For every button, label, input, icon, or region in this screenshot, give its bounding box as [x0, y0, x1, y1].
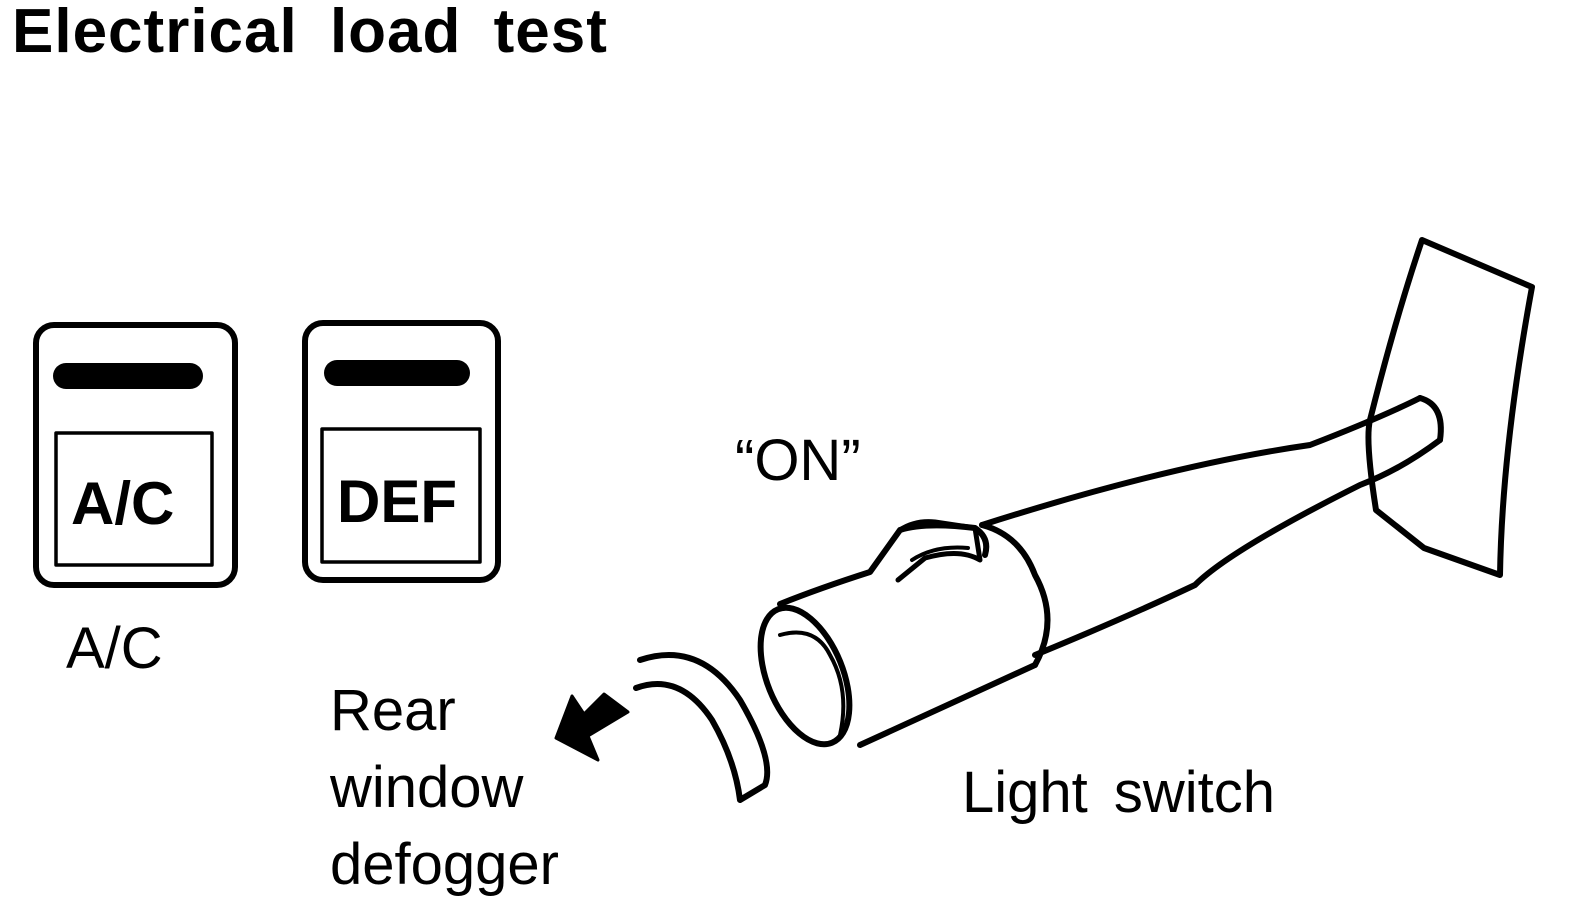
rotation-arrow-icon	[633, 652, 771, 803]
light-switch-stalk[interactable]	[743, 395, 1444, 757]
column-mount-plate	[1365, 237, 1535, 578]
rear-window-defogger-label: Rear window defogger	[330, 672, 559, 903]
def-switch-button[interactable]	[302, 320, 501, 583]
ac-caption: A/C	[66, 616, 163, 681]
arrow-head-icon	[554, 692, 630, 762]
ac-switch-button[interactable]	[33, 322, 238, 588]
on-label: “ON”	[735, 428, 861, 493]
defogger-label-line2: window	[330, 755, 524, 820]
ac-button-label: A/C	[71, 470, 175, 537]
light-switch-label: Light switch	[962, 760, 1276, 825]
defogger-label-line3: defogger	[330, 832, 559, 897]
def-button-label: DEF	[337, 468, 457, 535]
page-title: Electrical load test	[12, 0, 608, 66]
defogger-label-line1: Rear	[330, 678, 456, 743]
